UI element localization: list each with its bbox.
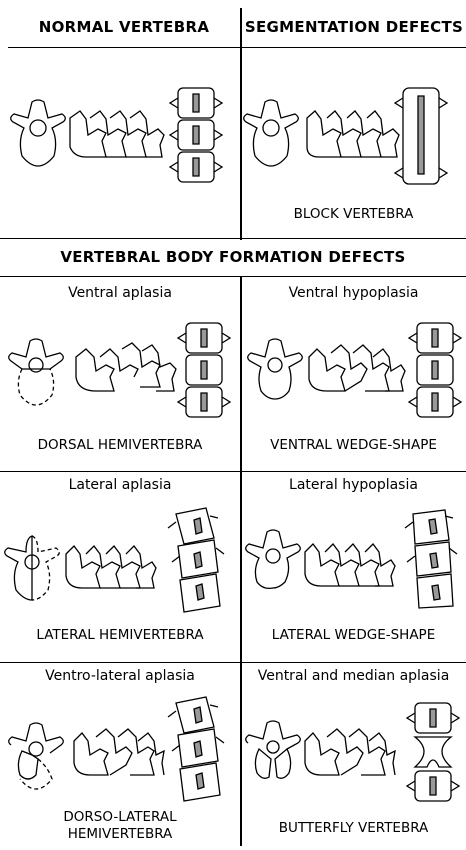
panel-butterfly-vertebra: Ventral and median aplasia: [241, 663, 466, 850]
dorsal-panel-caption: DORSAL HEMIVERTEBRA: [0, 437, 240, 454]
lateral-hemi-panel-caption: LATERAL HEMIVERTEBRA: [0, 627, 240, 644]
block-vertebra-caption: BLOCK VERTEBRA: [241, 206, 466, 223]
panel-lateral-wedge: Lateral hypoplasia LATERAL WEDGE-SHAPE: [241, 472, 466, 662]
dorsal-view: [170, 88, 222, 182]
panel-lateral-hemivertebra: Lateral aplasia LATERAL HEMIVERT: [0, 472, 240, 662]
normal-vertebra-illustration: [0, 48, 240, 238]
panel-dorsal-hemivertebra: Ventral aplasia DORSAL HEMIVERTE: [0, 277, 240, 471]
panel-dorso-lateral-hemivertebra: Ventro-lateral aplasia: [0, 663, 240, 850]
normal-vertebra-heading: NORMAL VERTEBRA: [10, 18, 238, 36]
lateral-view: [70, 111, 164, 157]
lateral-wedge-panel-caption: LATERAL WEDGE-SHAPE: [241, 627, 466, 644]
panel-ventral-wedge: Ventral hypoplasia VENTRAL WEDGE-SHAPE: [241, 277, 466, 471]
horizontal-divider-segmentation: [0, 238, 466, 239]
ventral-wedge-panel-caption: VENTRAL WEDGE-SHAPE: [241, 437, 466, 454]
lateral-tilted-segments: [168, 508, 224, 612]
panel-block-vertebra: BLOCK VERTEBRA: [241, 48, 466, 238]
butterfly-panel-caption: BUTTERFLY VERTEBRA: [241, 820, 466, 837]
dorso-lateral-caption-line1: DORSO-LATERAL: [0, 809, 240, 826]
panel-normal-vertebra: [0, 48, 240, 238]
dorso-lateral-caption-line2: HEMIVERTEBRA: [0, 826, 240, 843]
segmentation-defects-heading: SEGMENTATION DEFECTS: [242, 18, 466, 36]
formation-defects-heading: VERTEBRAL BODY FORMATION DEFECTS: [0, 248, 466, 266]
axial-view: [11, 100, 66, 166]
